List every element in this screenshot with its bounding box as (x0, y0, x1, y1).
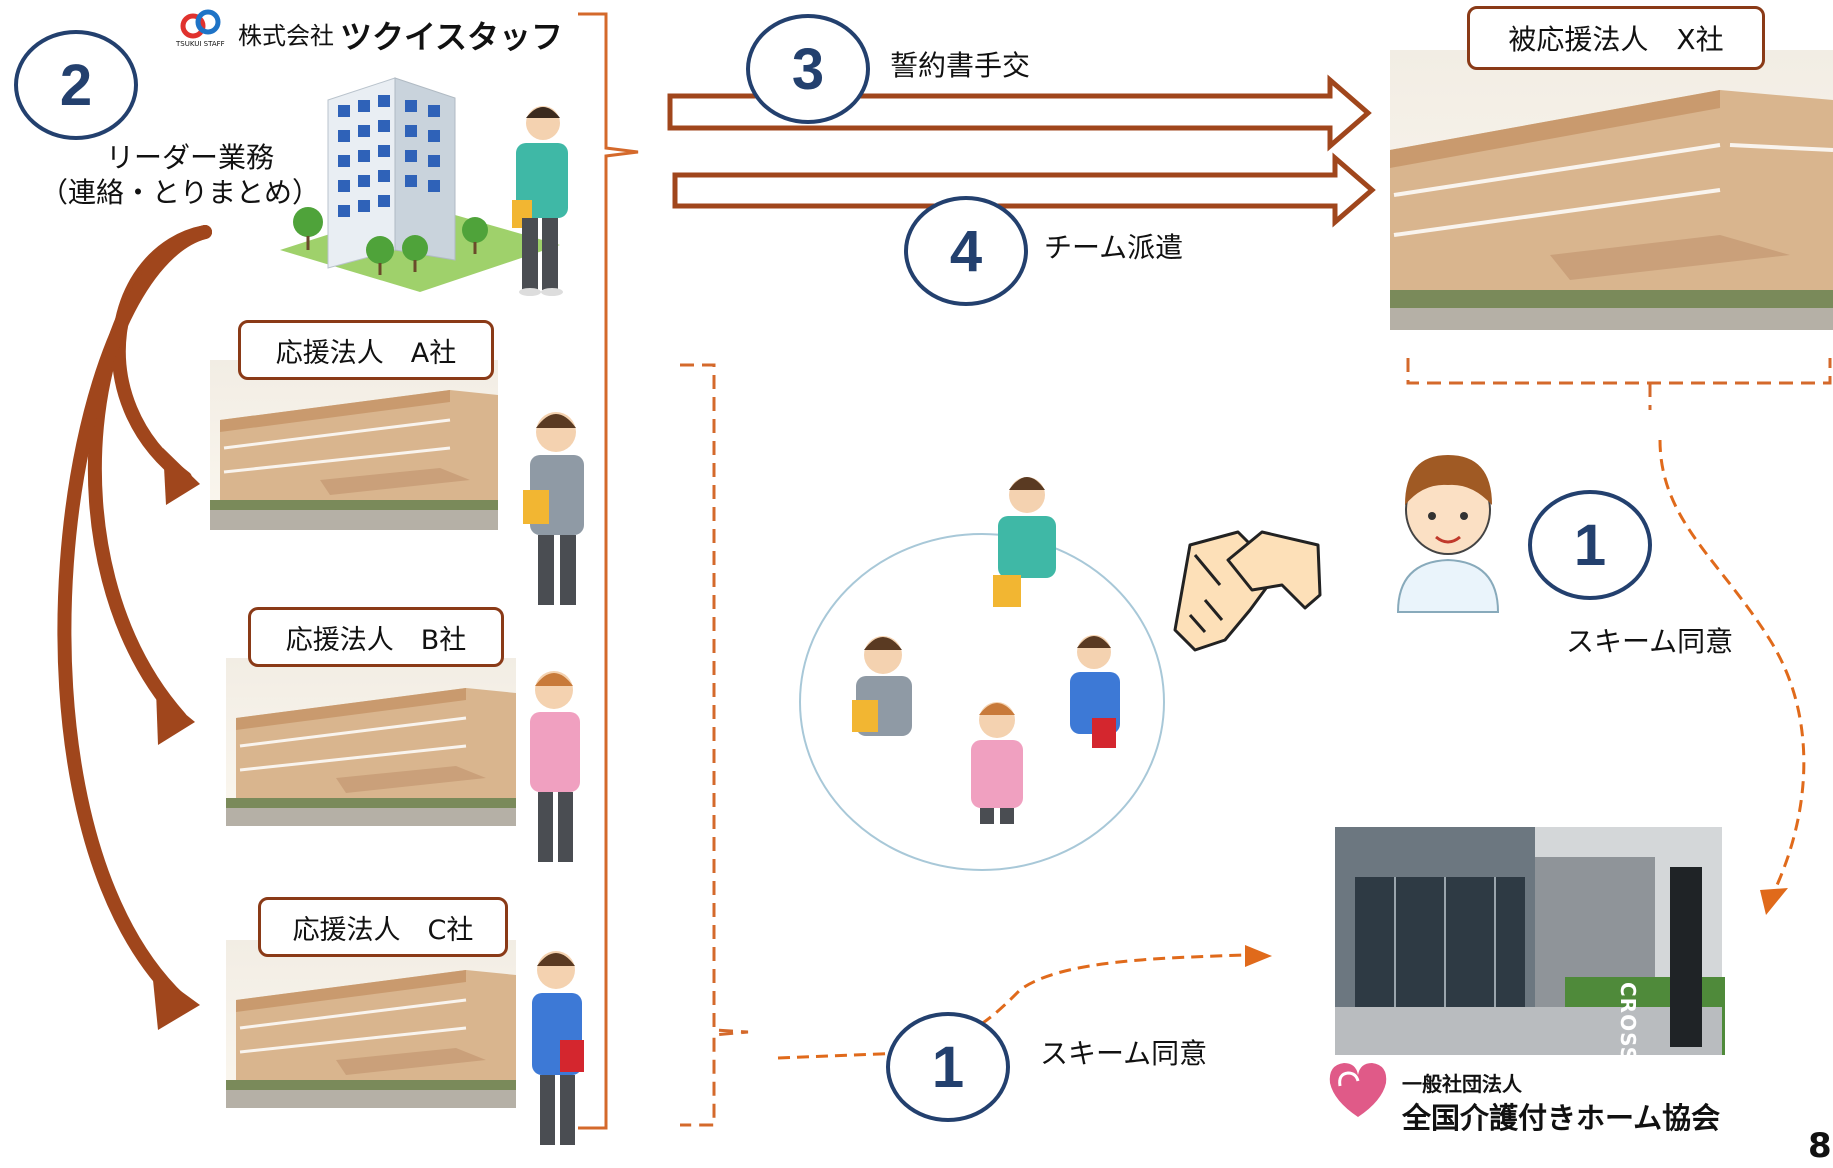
association-type: 一般社団法人 (1402, 1072, 1522, 1096)
corp-b-label: 応援法人 B社 (248, 607, 504, 667)
corp-c-label: 応援法人 C社 (258, 897, 508, 957)
association-logo-icon (1329, 1063, 1387, 1117)
page-number: 8 (1808, 1126, 1832, 1166)
company-bracket (578, 12, 639, 1130)
dispatch-arrow (672, 152, 1376, 228)
leader-duty-sublabel: （連絡・とりまとめ） (39, 176, 320, 209)
company-logo-icon (180, 9, 221, 39)
dispatch-label: チーム派遣 (1044, 231, 1184, 264)
team-member-b-icon (971, 702, 1023, 824)
staff-c-icon (532, 951, 584, 1145)
team-member-a-icon (852, 636, 912, 736)
company-building-icon (280, 77, 560, 292)
team-circle (799, 533, 1165, 871)
leader-curved-arrows (57, 225, 212, 1007)
step-1-badge-right: 1 (1528, 490, 1652, 600)
consent-dashed-right (1658, 439, 1806, 901)
team-member-leader-icon (993, 477, 1056, 607)
handshake-icon (1173, 530, 1322, 652)
nurse-representative-icon (1396, 455, 1500, 613)
step-3-badge: 3 (746, 14, 870, 124)
company-name: ツクイスタッフ (340, 18, 564, 56)
team-member-c-icon (1070, 635, 1120, 748)
step-2-badge: 2 (14, 30, 138, 140)
step-1-badge-bottom: 1 (886, 1012, 1010, 1122)
leader-staff-icon (512, 106, 568, 296)
consent-arrowhead-right (1760, 888, 1788, 915)
leader-arrowheads (152, 448, 200, 1030)
facility-a-photo (210, 360, 498, 530)
consent-arrowhead-bottom (1245, 945, 1272, 967)
consent-label-right: スキーム同意 (1566, 625, 1734, 658)
company-logo-subtext: TSUKUI STAFF (176, 40, 225, 48)
staff-b-icon (530, 671, 580, 862)
oath-label: 誓約書手交 (890, 49, 1031, 82)
company-prefix: 株式会社 (238, 22, 334, 50)
facility-c-photo (226, 940, 516, 1108)
x-corp-bracket (1406, 358, 1832, 410)
corp-a-label: 応援法人 A社 (238, 320, 494, 380)
leader-duty-label: リーダー業務 (105, 141, 274, 174)
staff-a-icon (523, 412, 584, 605)
association-name: 全国介護付きホーム協会 (1402, 1101, 1721, 1135)
consent-label-bottom: スキーム同意 (1040, 1037, 1208, 1070)
association-office-photo (1335, 827, 1725, 1055)
facility-x-photo (1390, 50, 1833, 330)
corp-x-label: 被応援法人 X社 (1467, 6, 1765, 70)
facility-b-photo (226, 658, 516, 826)
step-4-badge: 4 (904, 196, 1028, 306)
team-bracket (680, 363, 749, 1127)
